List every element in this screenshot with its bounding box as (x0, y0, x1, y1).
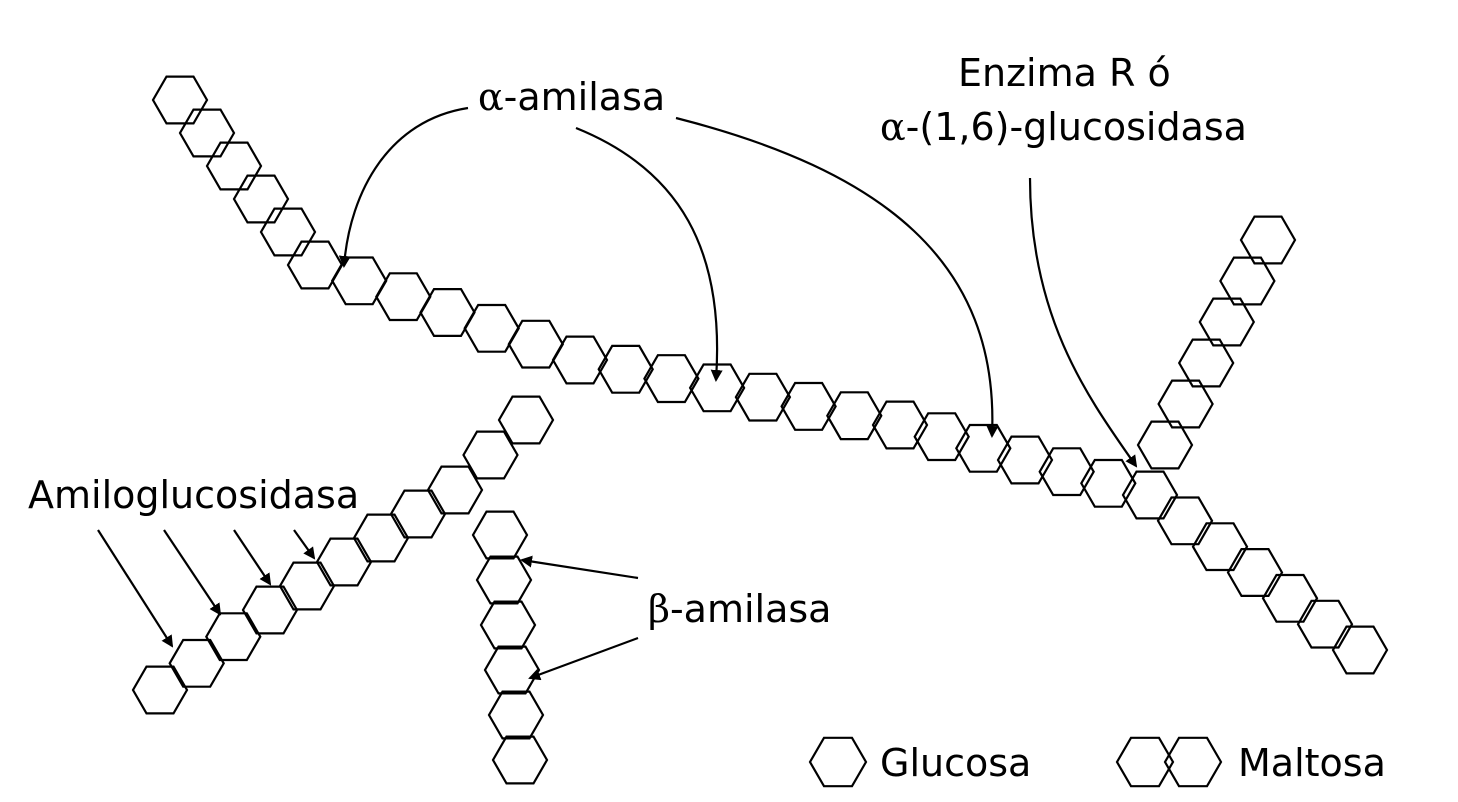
glucose-unit (1331, 625, 1389, 675)
alpha-amylase-arrow-2 (575, 126, 723, 382)
glucose-unit (168, 638, 225, 688)
glucose-unit (780, 381, 837, 431)
glucose-unit (463, 303, 520, 353)
glucose-unit (955, 423, 1012, 473)
glucose-unit (389, 489, 447, 539)
legend-glucose-label: Glucosa (880, 741, 1032, 785)
glucose-unit (1296, 599, 1354, 649)
glucose-unit (259, 207, 317, 257)
alpha-amylase-arrow-1 (338, 106, 469, 268)
legend-maltose-label: Maltosa (1238, 741, 1386, 785)
glucose-unit (178, 108, 236, 158)
glucose-unit (205, 612, 262, 662)
glucose-unit (419, 288, 476, 337)
alpha-amylase-arrow-3 (675, 116, 999, 438)
glucose-unit (1191, 522, 1249, 572)
glucose-unit (479, 600, 537, 650)
beta-amylase-text: -amilasa (669, 587, 832, 631)
glucose-unit (375, 272, 432, 322)
glucose-unit (643, 354, 700, 404)
glucose-unit (1136, 420, 1194, 470)
glucose-unit (507, 319, 565, 369)
enzyme-r-text: -(1,6)-glucosidasa (905, 105, 1247, 149)
glucose-unit (1080, 458, 1137, 508)
glucose-unit (241, 585, 299, 635)
enzyme-r-arrow (1028, 177, 1138, 468)
beta-symbol: β (648, 587, 670, 631)
glucose-unit (551, 335, 609, 385)
glucose-unit (286, 240, 344, 290)
glucose-unit (462, 430, 519, 480)
glucose-unit (826, 391, 883, 441)
enzyme-r-label-line1: Enzima R ó (958, 51, 1171, 95)
legend-maltose-icon (1163, 736, 1223, 788)
glucose-unit (1038, 447, 1095, 497)
glucose-unit (352, 513, 410, 563)
glucose-unit (1157, 379, 1214, 429)
glucose-unit (1261, 573, 1319, 623)
glucose-unit (475, 555, 533, 605)
glucose-unit (151, 75, 209, 125)
amyloglucosidase-label: Amiloglucosidasa (28, 473, 360, 517)
glucose-unit (597, 344, 654, 394)
glucose-unit (1177, 338, 1235, 388)
legend-shapes (808, 736, 1223, 788)
glucose-unit (1198, 297, 1256, 347)
amyloglucosidase-arrow-4 (293, 529, 316, 560)
alpha-amylase-label: α-amilasa (478, 78, 665, 116)
alpha-amylase-text: -amilasa (503, 75, 666, 119)
glucose-unit (491, 735, 549, 785)
glucose-unit (232, 174, 290, 224)
beta-amylase-arrow-1 (520, 555, 639, 580)
glucose-unit (205, 141, 263, 191)
amyloglucosidase-arrow-2 (163, 529, 222, 616)
glucose-unit (1226, 547, 1284, 598)
alpha-symbol: α (880, 105, 906, 149)
amyloglucosidase-arrow-3 (233, 529, 272, 586)
glucose-unit (315, 537, 373, 587)
beta-amylase-label: β-amilasa (648, 590, 831, 628)
legend-glucose-icon (808, 736, 868, 788)
glucose-unit (330, 256, 388, 306)
glucose-unit (278, 561, 336, 611)
glucose-unit (1239, 215, 1297, 265)
legend-maltose-icon (1115, 736, 1175, 788)
glucose-unit (913, 412, 970, 462)
amyloglucosidase-arrow-1 (97, 529, 174, 648)
alpha-symbol: α (478, 75, 504, 119)
glucose-unit (497, 395, 555, 445)
glucose-unit (996, 435, 1054, 485)
glucose-unit (1219, 256, 1276, 306)
glucose-chains (131, 75, 1389, 785)
glucose-unit (1121, 470, 1179, 520)
glucose-unit (471, 510, 529, 560)
glucose-unit (487, 690, 545, 740)
enzyme-arrows (97, 106, 1138, 681)
beta-amylase-arrow-2 (528, 636, 639, 681)
glucose-unit (131, 665, 189, 715)
glucose-unit (734, 372, 792, 422)
glucose-unit (1156, 496, 1214, 546)
glucose-unit (688, 363, 746, 413)
glucose-unit (871, 400, 929, 450)
glucose-unit (483, 645, 541, 695)
enzyme-r-label-line2: α-(1,6)-glucosidasa (880, 108, 1247, 146)
